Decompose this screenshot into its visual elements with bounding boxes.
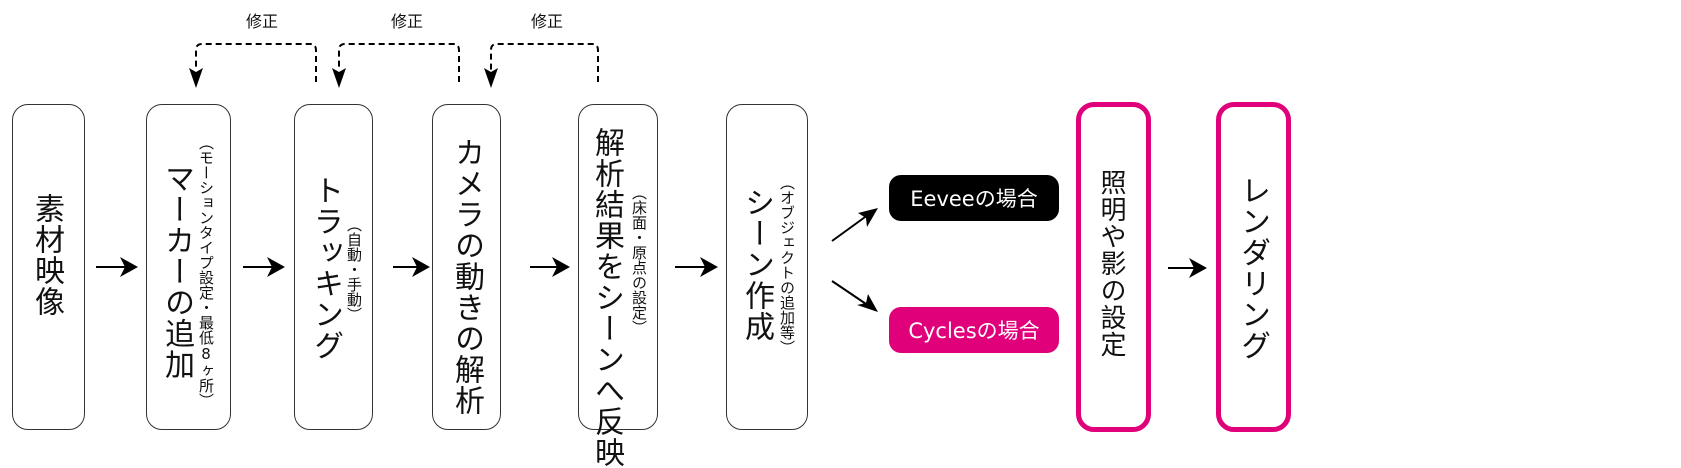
step-note: （自動・手動） — [345, 217, 363, 322]
feedback-loop-2 — [338, 43, 460, 82]
feedback-label-2: 修正 — [391, 12, 424, 31]
step-apply-to-scene: 解析結果をシーンへ反映 （床面・原点の設定） — [578, 104, 658, 468]
step-title: マーカーの追加 — [159, 163, 194, 380]
step-scene-creation: シーン作成 （オブジェクトの追加等） — [726, 104, 808, 430]
branch-eevee: Eeveeの場合 — [889, 175, 1059, 221]
feedback-label-1: 修正 — [246, 12, 279, 31]
step-rendering: レンダリング — [1216, 102, 1291, 432]
step-title: レンダリング — [1235, 175, 1270, 361]
step-add-markers: マーカーの追加 （モーションタイプ設定・最低8ヶ所） — [146, 104, 231, 430]
step-source-footage: 素材映像 — [12, 104, 85, 430]
step-note: （モーションタイプ設定・最低8ヶ所） — [197, 135, 215, 408]
step-camera-solve: カメラの動きの解析 — [432, 104, 501, 430]
feedback-loop-3 — [490, 43, 599, 82]
feedback-loop-1 — [195, 43, 317, 82]
step-tracking: トラッキング （自動・手動） — [294, 104, 373, 430]
flow-arrows — [96, 43, 1207, 312]
step-title: 素材映像 — [29, 193, 64, 317]
step-title: 照明や影の設定 — [1096, 169, 1126, 358]
step-lighting-shadows: 照明や影の設定 — [1076, 102, 1151, 432]
step-note: （オブジェクトの追加等） — [778, 175, 796, 355]
step-note: （床面・原点の設定） — [630, 185, 648, 335]
step-title: シーン作成 — [739, 187, 774, 342]
branch-cycles: Cyclesの場合 — [889, 307, 1059, 353]
feedback-label-3: 修正 — [531, 12, 564, 31]
step-title: 解析結果をシーンへ反映 — [589, 127, 624, 468]
step-title: トラッキング — [308, 175, 343, 361]
step-title: カメラの動きの解析 — [449, 137, 484, 416]
